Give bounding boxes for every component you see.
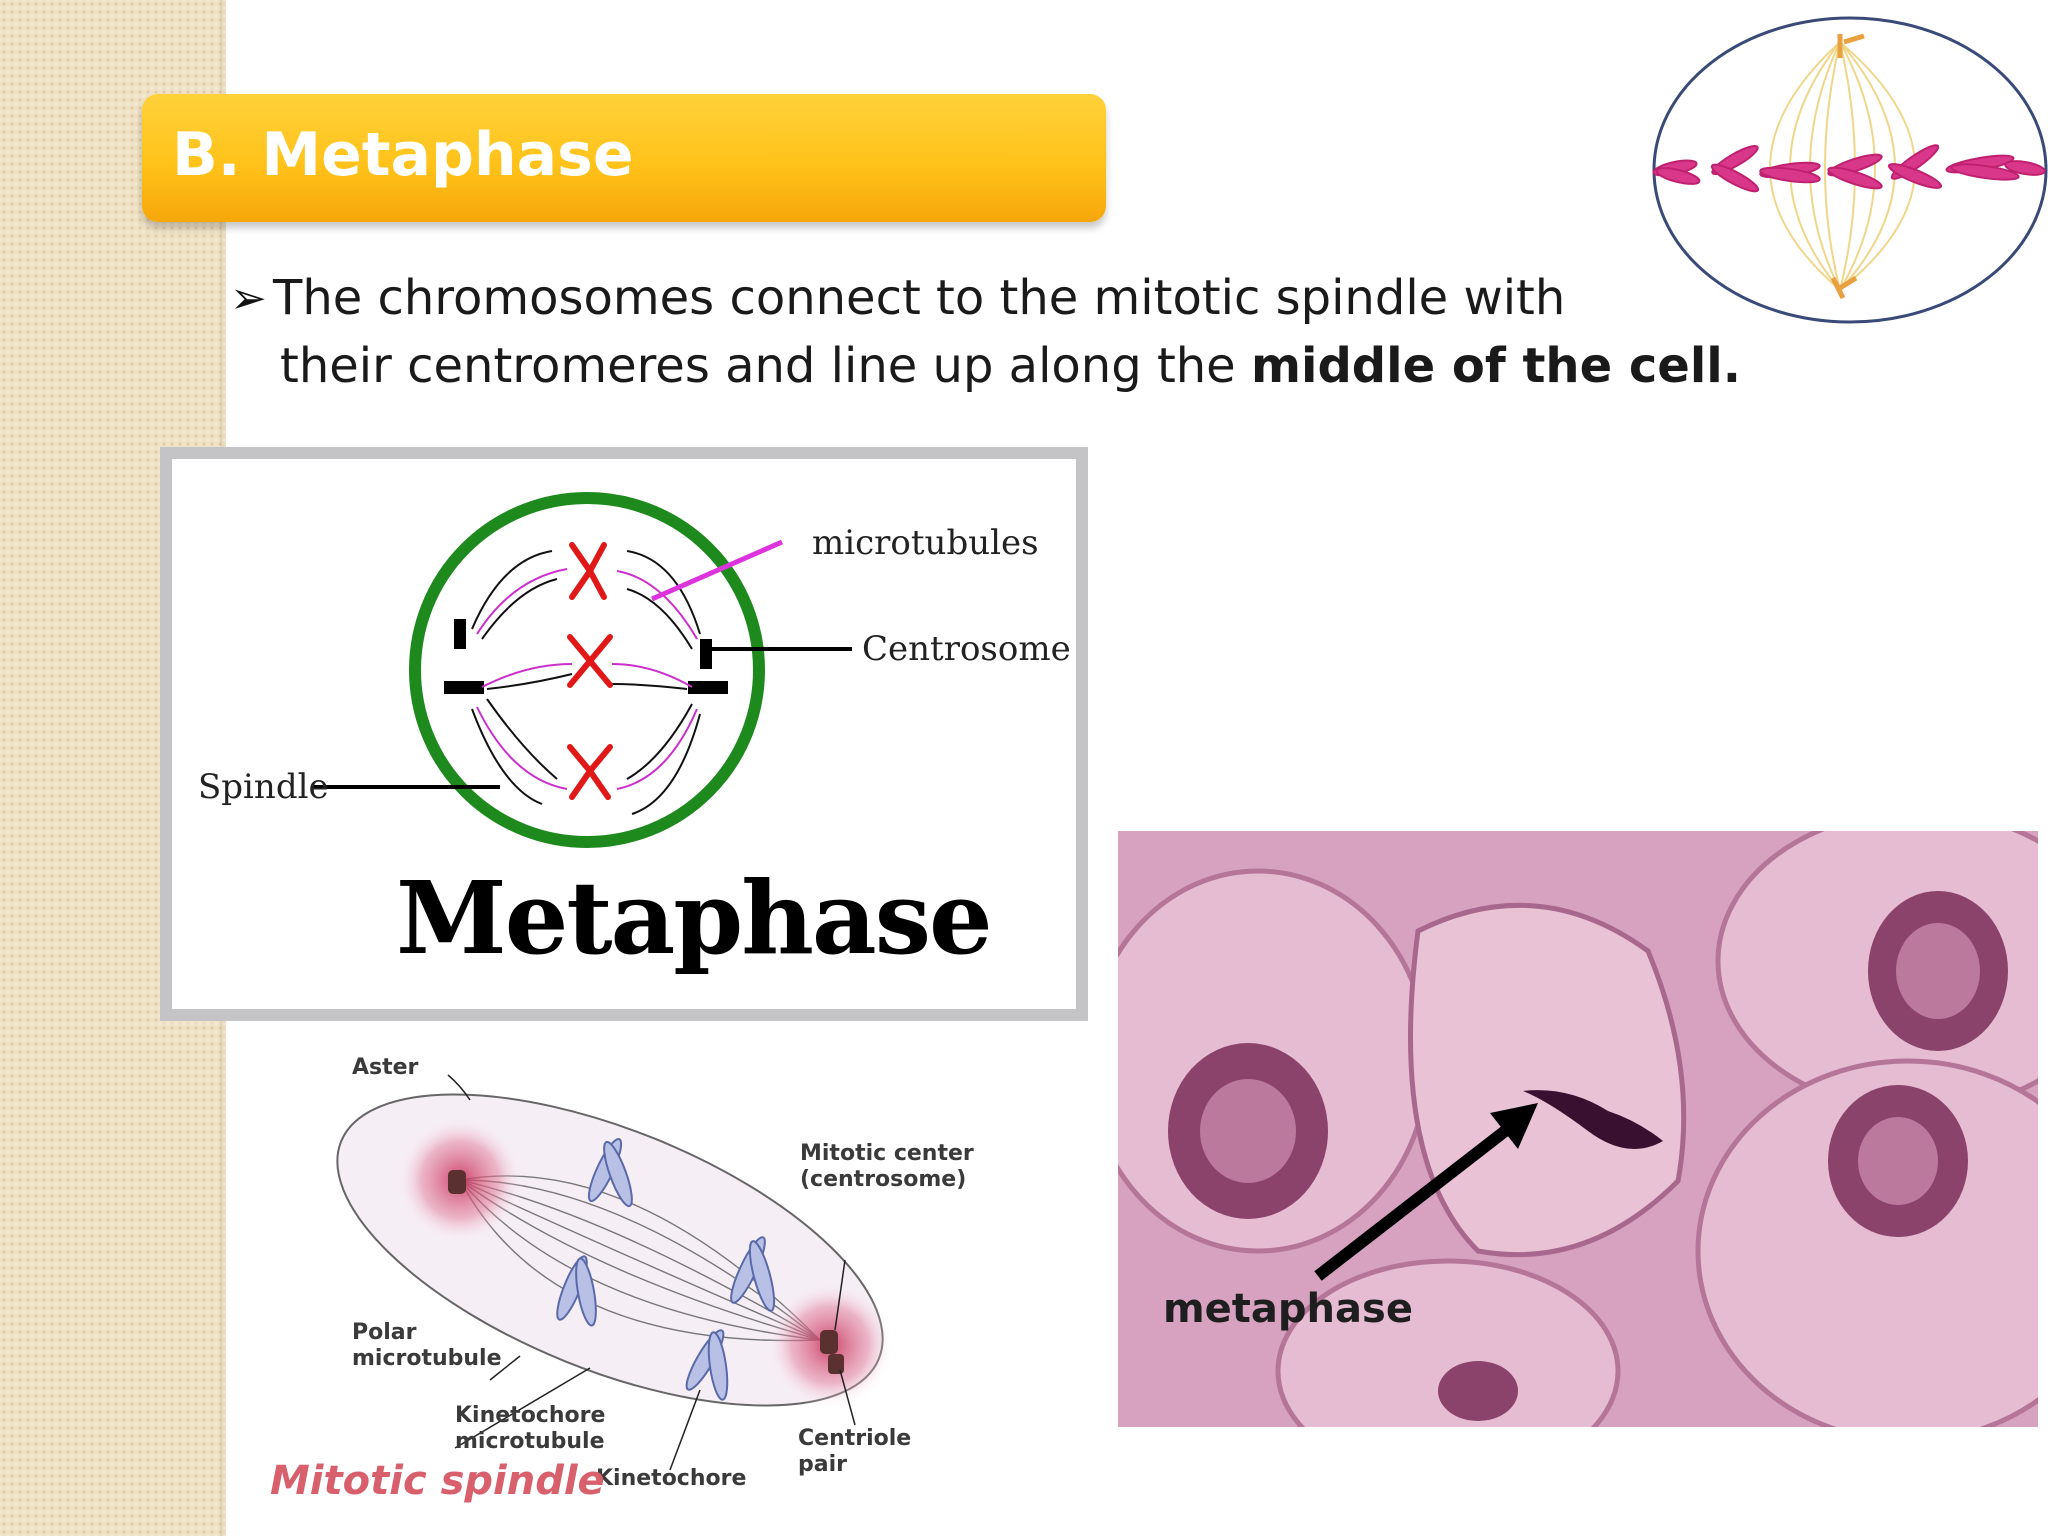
bullet-line-2: their centromeres and line up along the … [280,338,1741,394]
title-bar: B. Metaphase [142,94,1106,222]
label-centriole-pair: Centriole pair [798,1426,911,1478]
bullet-line-2-bold: middle of the cell. [1251,338,1741,394]
caption-mitotic-spindle: Mitotic spindle [270,1458,605,1504]
micrograph-label: metaphase [1163,1286,1413,1332]
metaphase-micrograph: metaphase [1118,831,2038,1427]
label-aster: Aster [352,1055,418,1081]
micrograph-cells [1118,831,2038,1427]
bullet-arrow-icon: ➢ [230,273,267,324]
metaphase-big-label: Metaphase [396,859,991,977]
mitotic-spindle-drawing [300,1030,920,1480]
label-mitotic-center: Mitotic center (centrosome) [800,1141,974,1193]
label-kinetochore-microtubule: Kinetochore microtubule [455,1403,605,1455]
label-centrosome: Centrosome [862,629,1071,669]
metaphase-cell-icon [1640,0,2048,330]
label-kinetochore: Kinetochore [596,1466,746,1492]
bullet-line-1: The chromosomes connect to the mitotic s… [273,270,1565,326]
label-polar-microtubule: Polar microtubule [352,1320,502,1372]
slide-title: B. Metaphase [172,120,634,190]
metaphase-diagram-box: microtubules Centrosome Spindle Metaphas… [160,447,1088,1021]
label-spindle: Spindle [198,767,329,807]
bullet-line-2-plain: their centromeres and line up along the [280,338,1251,394]
label-microtubules: microtubules [812,523,1039,563]
